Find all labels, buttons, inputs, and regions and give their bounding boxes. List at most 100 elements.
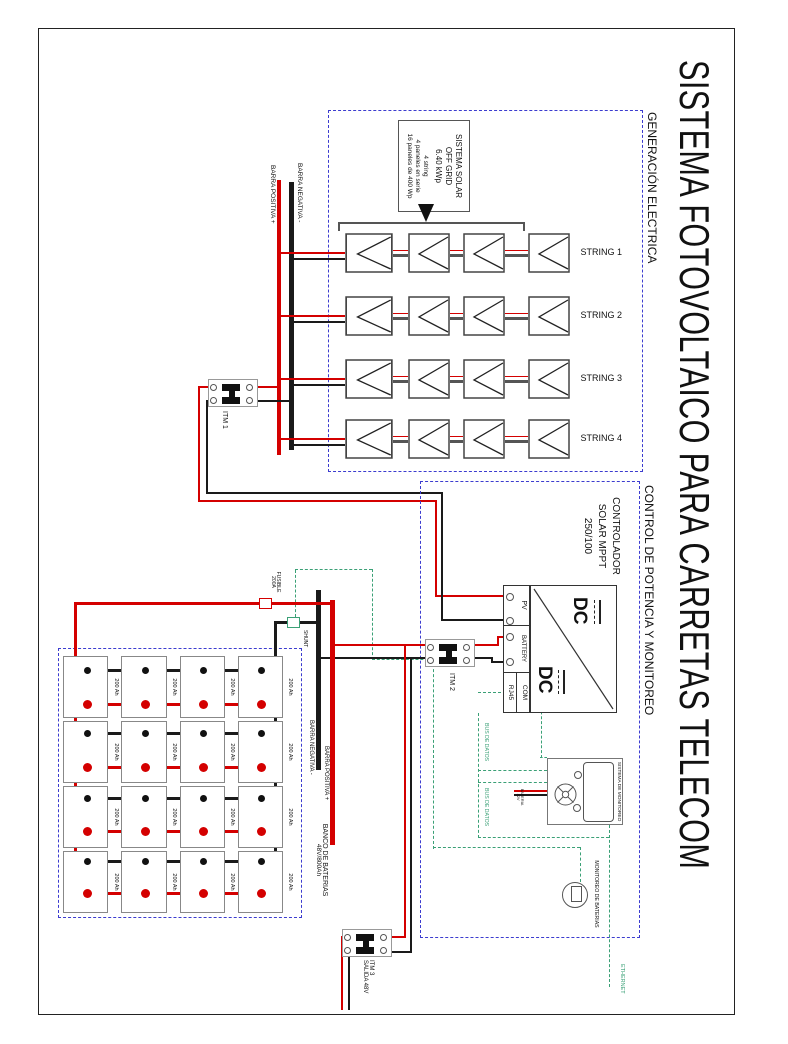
pv-terminal-screw [506, 593, 514, 601]
breaker-terminal [463, 644, 470, 651]
terminal-dot-negative [142, 667, 149, 674]
battery-monitor-label: MONITOREO DE BATERIAS [592, 860, 599, 928]
generation-section-label: GENERACIÓN ELECTRICA [645, 112, 659, 264]
battery-negative-bus-bar [316, 590, 321, 770]
battery-positive-feeder [75, 602, 332, 605]
terminal-dot-positive [257, 889, 266, 898]
terminal-dot-negative [142, 795, 149, 802]
itm3-label-line: ITM 3 [368, 960, 374, 976]
string-negative-wire [292, 321, 345, 323]
shunt-data-wire [295, 570, 296, 617]
string-label-text: STRING 2 [580, 310, 622, 321]
terminal-dot-negative [84, 858, 91, 865]
data-bus-wire [478, 770, 547, 771]
controller-name-line: 250/100 [582, 517, 593, 555]
pv-panel [408, 419, 450, 459]
panel-connector [393, 440, 408, 443]
fuse-rect [259, 598, 272, 609]
breaker-itm3 [342, 929, 392, 957]
battery-negative-bus-label: BARRA NEGATIVA - [308, 720, 314, 775]
solar-info-line: 4 string [422, 155, 429, 177]
solar-info-line: 6.40 kWp [434, 149, 443, 183]
terminal-dot-positive [141, 889, 150, 898]
battery-capacity-label: 200 Ah [170, 873, 177, 891]
breaker-terminal [380, 947, 387, 954]
terminal-dot-negative [258, 667, 265, 674]
itm2-label: ITM 2 [448, 673, 455, 691]
terminal-dot-positive [257, 700, 266, 709]
battery-positive-bus-bar [330, 600, 335, 845]
terminal-dot-positive [257, 827, 266, 836]
panel-connector-red [505, 313, 528, 314]
panel-connector [505, 440, 528, 443]
terminal-dot-positive [141, 827, 150, 836]
breaker-terminal [463, 657, 470, 664]
monitor-power-label-line: 12V [516, 793, 521, 801]
terminal-dot-negative [200, 667, 207, 674]
itm1-label: ITM 1 [221, 411, 228, 429]
itm1-out-negative-wire [206, 400, 208, 494]
battery-terminal-screw [506, 658, 514, 666]
terminal-dot-positive [83, 889, 92, 898]
string-positive-wire [278, 315, 345, 317]
terminal-dot-negative [84, 667, 91, 674]
array-bracket-tick [523, 222, 525, 231]
battery-capacity-label: 200 Ah [286, 743, 293, 761]
breaker-terminal [246, 384, 253, 391]
dc-symbol-solid-line [599, 600, 601, 624]
controller-name: CONTROLADOR SOLAR MPPT 250/100 [578, 490, 624, 582]
data-bus-wire [478, 713, 479, 838]
terminal-dot-negative [258, 730, 265, 737]
string-negative-wire [292, 258, 345, 260]
shunt-label: SHUNT [302, 630, 308, 648]
breaker-terminal [427, 644, 434, 651]
panel-connector [450, 254, 463, 257]
breaker-tie [363, 938, 369, 950]
battery-capacity-label: 200 Ah [112, 743, 119, 761]
pv-panel [408, 296, 450, 336]
pv-panel [528, 296, 570, 336]
data-bus-wire [478, 782, 547, 783]
string-positive-wire [278, 252, 345, 254]
breaker-terminal [380, 934, 387, 941]
battery-capacity-label: 200 Ah [286, 808, 293, 826]
ethernet-label: ETHERNET [619, 964, 625, 994]
battery-capacity-label: 200 Ah [286, 873, 293, 891]
pv-panel [463, 296, 505, 336]
breaker-itm2 [425, 639, 475, 667]
breaker-tie [446, 648, 452, 660]
dc-label: DC [534, 666, 555, 694]
string-positive-wire [278, 378, 345, 380]
pv-panel [345, 359, 393, 399]
battery-capacity-label: 200 Ah [228, 743, 235, 761]
terminal-rj45-label: RJ45 [507, 684, 515, 701]
positive-bus-label: BARRA POSITIVA + [269, 165, 276, 224]
battery-capacity-label: 200 Ah [112, 678, 119, 696]
panel-connector-red [450, 436, 463, 437]
battery-bank-label-line: BANCO DE BATERIAS [321, 823, 329, 897]
terminal-dot-negative [142, 858, 149, 865]
pv-panel [408, 233, 450, 273]
panel-connector-red [393, 436, 408, 437]
panel-connector-red [505, 436, 528, 437]
array-arrow-icon [418, 204, 434, 222]
battery-capacity-label: 200 Ah [286, 678, 293, 696]
shunt-data-wire [433, 659, 434, 849]
shunt-data-wire [372, 569, 373, 660]
panel-connector [450, 380, 463, 383]
panel-connector [450, 440, 463, 443]
battery-capacity-label: 200 Ah [228, 678, 235, 696]
terminal-dot-positive [199, 827, 208, 836]
string-label-text: STRING 1 [580, 247, 622, 258]
panel-connector-red [450, 250, 463, 251]
terminal-dot-positive [83, 827, 92, 836]
dc-symbol-dashed-line [558, 670, 559, 694]
pv-panel [528, 359, 570, 399]
battery-capacity-label: 200 Ah [170, 743, 177, 761]
battery-bank-label-line: 48V/800Ah [314, 843, 322, 877]
breaker-terminal [210, 397, 217, 404]
dc-dc-diagonal [533, 588, 614, 710]
terminal-dot-negative [258, 858, 265, 865]
panel-connector-red [505, 250, 528, 251]
